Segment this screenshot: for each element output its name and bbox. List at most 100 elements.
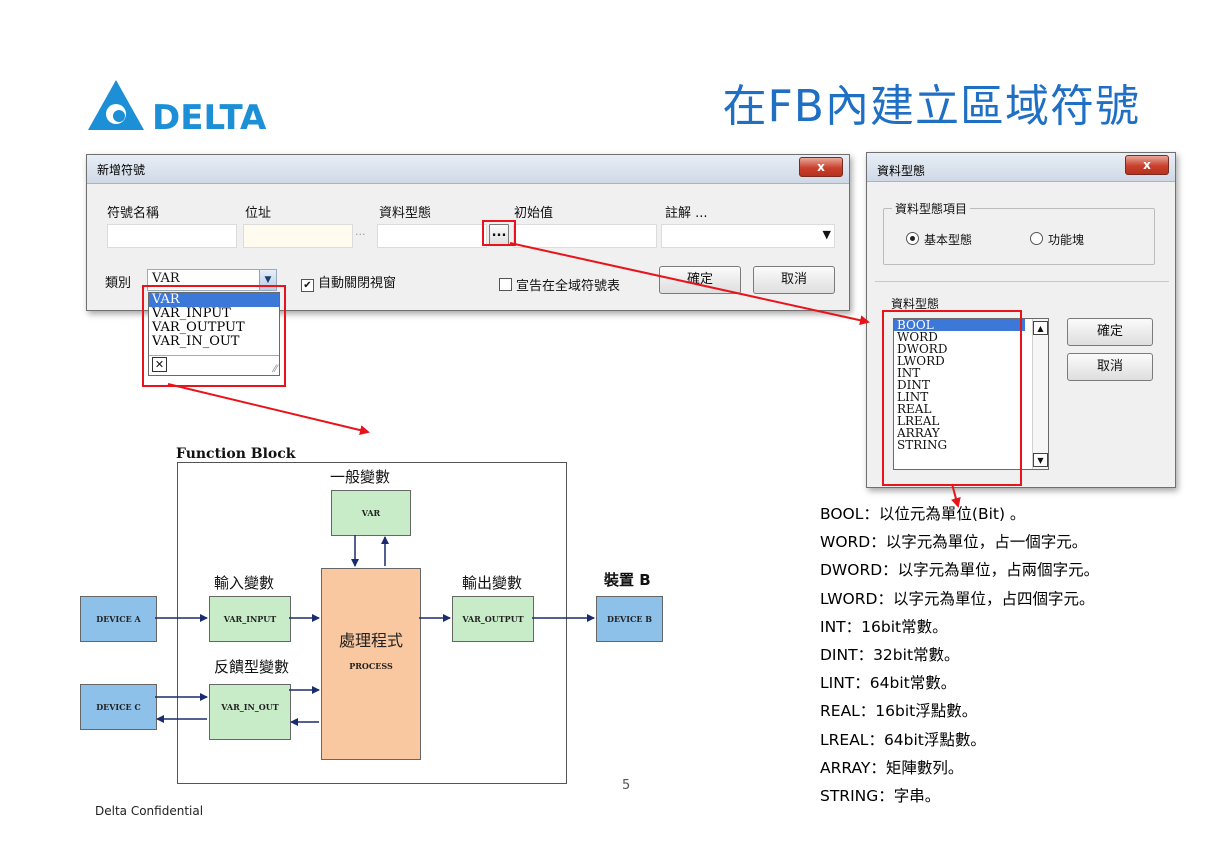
device-c-block: DEVICE C [80,684,157,730]
category-option[interactable]: VAR_OUTPUT [152,320,245,335]
device-b-caption: 裝置 B [604,571,651,589]
initial-value-input[interactable] [513,224,657,248]
process-block: 處理程式 PROCESS [321,568,421,760]
new-symbol-ok-button[interactable]: 確定 [659,266,741,294]
auto-close-check-icon[interactable]: ✔ [301,279,314,292]
type-description-list: BOOL：以位元為單位(Bit) 。 WORD：以字元為單位，占一個字元。 DWOR… [820,500,1220,810]
col-data-type: 資料型態 [379,206,432,221]
type-description: LINT：64bit常數。 [820,674,957,693]
type-list-item[interactable]: ARRAY [897,426,940,440]
highlight-type-list [882,310,1022,486]
type-description: ARRAY：矩陣數列。 [820,758,964,777]
type-list-item[interactable]: LWORD [897,354,945,368]
radio-function-block[interactable]: 功能塊 [1030,231,1084,248]
type-description: DINT：32bit常數。 [820,646,960,665]
device-b-block: DEVICE B [596,596,663,642]
slide-title: 在FB內建立區域符號 [722,81,1140,132]
global-check-icon[interactable] [499,278,512,291]
type-description: LWORD：以字元為單位，占四個字元。 [820,589,1095,608]
delta-logo: DELTA [86,78,276,132]
data-type-close-button[interactable]: x [1125,155,1169,175]
type-list-label: 資料型態 [891,297,940,311]
type-description: DWORD：以字元為單位，占兩個字元。 [820,561,1100,580]
scroll-up-icon[interactable]: ▲ [1033,321,1048,335]
global-symbol-label: 宣告在全域符號表 [516,279,621,294]
data-type-ok-button[interactable]: 確定 [1067,318,1153,346]
var-caption: 一般變數 [330,468,391,486]
data-type-browse-button[interactable]: ... [489,224,509,246]
new-symbol-title: 新增符號 [97,163,146,177]
new-symbol-titlebar[interactable]: 新增符號 x [87,155,849,184]
type-list-item[interactable]: INT [897,366,921,380]
radio-basic-label: 基本型態 [924,233,973,247]
type-list-item[interactable]: DINT [897,378,930,392]
footer-confidential: Delta Confidential [95,804,204,818]
category-option[interactable]: VAR [149,293,279,307]
input-caption: 輸入變數 [214,574,275,592]
output-caption: 輸出變數 [462,574,523,592]
type-list-item[interactable]: STRING [897,438,948,452]
radio-basic-icon[interactable] [906,232,919,245]
address-dots: ... [355,225,366,238]
col-comment: 註解 ... [665,206,708,221]
type-list-scrollbar[interactable]: ▲ ▼ [1032,319,1048,469]
inout-caption: 反饋型變數 [214,658,290,676]
comment-combo[interactable]: ▼ [661,224,835,248]
arrow-list-to-diagram [167,383,370,435]
new-symbol-close-button[interactable]: x [799,157,843,177]
type-list-item[interactable]: BOOL [894,319,1025,331]
type-category-group: 資料型態項目 基本型態 功能塊 [883,200,1155,265]
col-symbol-name: 符號名稱 [107,206,160,221]
clear-icon[interactable]: ✕ [152,357,167,372]
highlight-category-list [142,285,286,387]
comment-dropdown-icon[interactable]: ▼ [822,228,831,241]
process-title: 處理程式 [338,631,403,650]
address-input[interactable] [243,224,353,248]
page-number: 5 [622,778,631,793]
highlight-browse-button [482,220,516,246]
delta-logo-mark-icon: DELTA [88,80,267,132]
type-list-item[interactable]: REAL [897,402,932,416]
category-value: VAR [152,271,180,286]
type-description: INT：16bit常數。 [820,617,948,636]
type-category-group-label: 資料型態項目 [892,200,971,217]
radio-function-block-icon[interactable] [1030,232,1043,245]
var-in-out-block: VAR_IN_OUT [209,684,291,740]
device-a-block: DEVICE A [80,596,157,642]
category-option[interactable]: VAR_IN_OUT [152,334,240,349]
data-type-input[interactable] [377,224,487,248]
var-output-block: VAR_OUTPUT [452,596,534,642]
scroll-down-icon[interactable]: ▼ [1033,453,1048,467]
radio-function-block-label: 功能塊 [1048,233,1085,247]
type-description: REAL：16bit浮點數。 [820,702,978,721]
category-label: 類別 [105,276,132,291]
data-type-cancel-button[interactable]: 取消 [1067,353,1153,381]
process-sub: PROCESS [349,661,393,671]
logo-wordmark: DELTA [152,98,267,132]
global-symbol-checkbox[interactable]: 宣告在全域符號表 [499,275,620,294]
category-option[interactable]: VAR_INPUT [152,306,231,321]
type-list-item[interactable]: WORD [897,330,938,344]
var-block: VAR [331,490,411,536]
type-list-item[interactable]: LINT [897,390,929,404]
col-initial-value: 初始值 [514,206,554,221]
resize-grip-icon[interactable]: ⁄⁄ [273,364,277,375]
data-type-titlebar[interactable]: 資料型態 x [867,153,1175,182]
var-input-block: VAR_INPUT [209,596,291,642]
auto-close-checkbox[interactable]: ✔ 自動關閉視窗 [301,272,396,292]
type-description: BOOL：以位元為單位(Bit) 。 [820,505,1026,523]
separator [875,281,1169,282]
type-description: WORD：以字元為單位，占一個字元。 [820,533,1088,552]
col-address: 位址 [245,206,272,221]
type-list-item[interactable]: DWORD [897,342,948,356]
function-block-title: Function Block [176,446,296,462]
auto-close-label: 自動關閉視窗 [318,276,397,291]
type-description: LREAL：64bit浮點數。 [820,730,986,749]
radio-basic-type[interactable]: 基本型態 [906,231,972,248]
new-symbol-cancel-button[interactable]: 取消 [753,266,835,294]
symbol-name-input[interactable] [107,224,237,248]
type-list-item[interactable]: LREAL [897,414,940,428]
data-type-title: 資料型態 [877,164,926,178]
